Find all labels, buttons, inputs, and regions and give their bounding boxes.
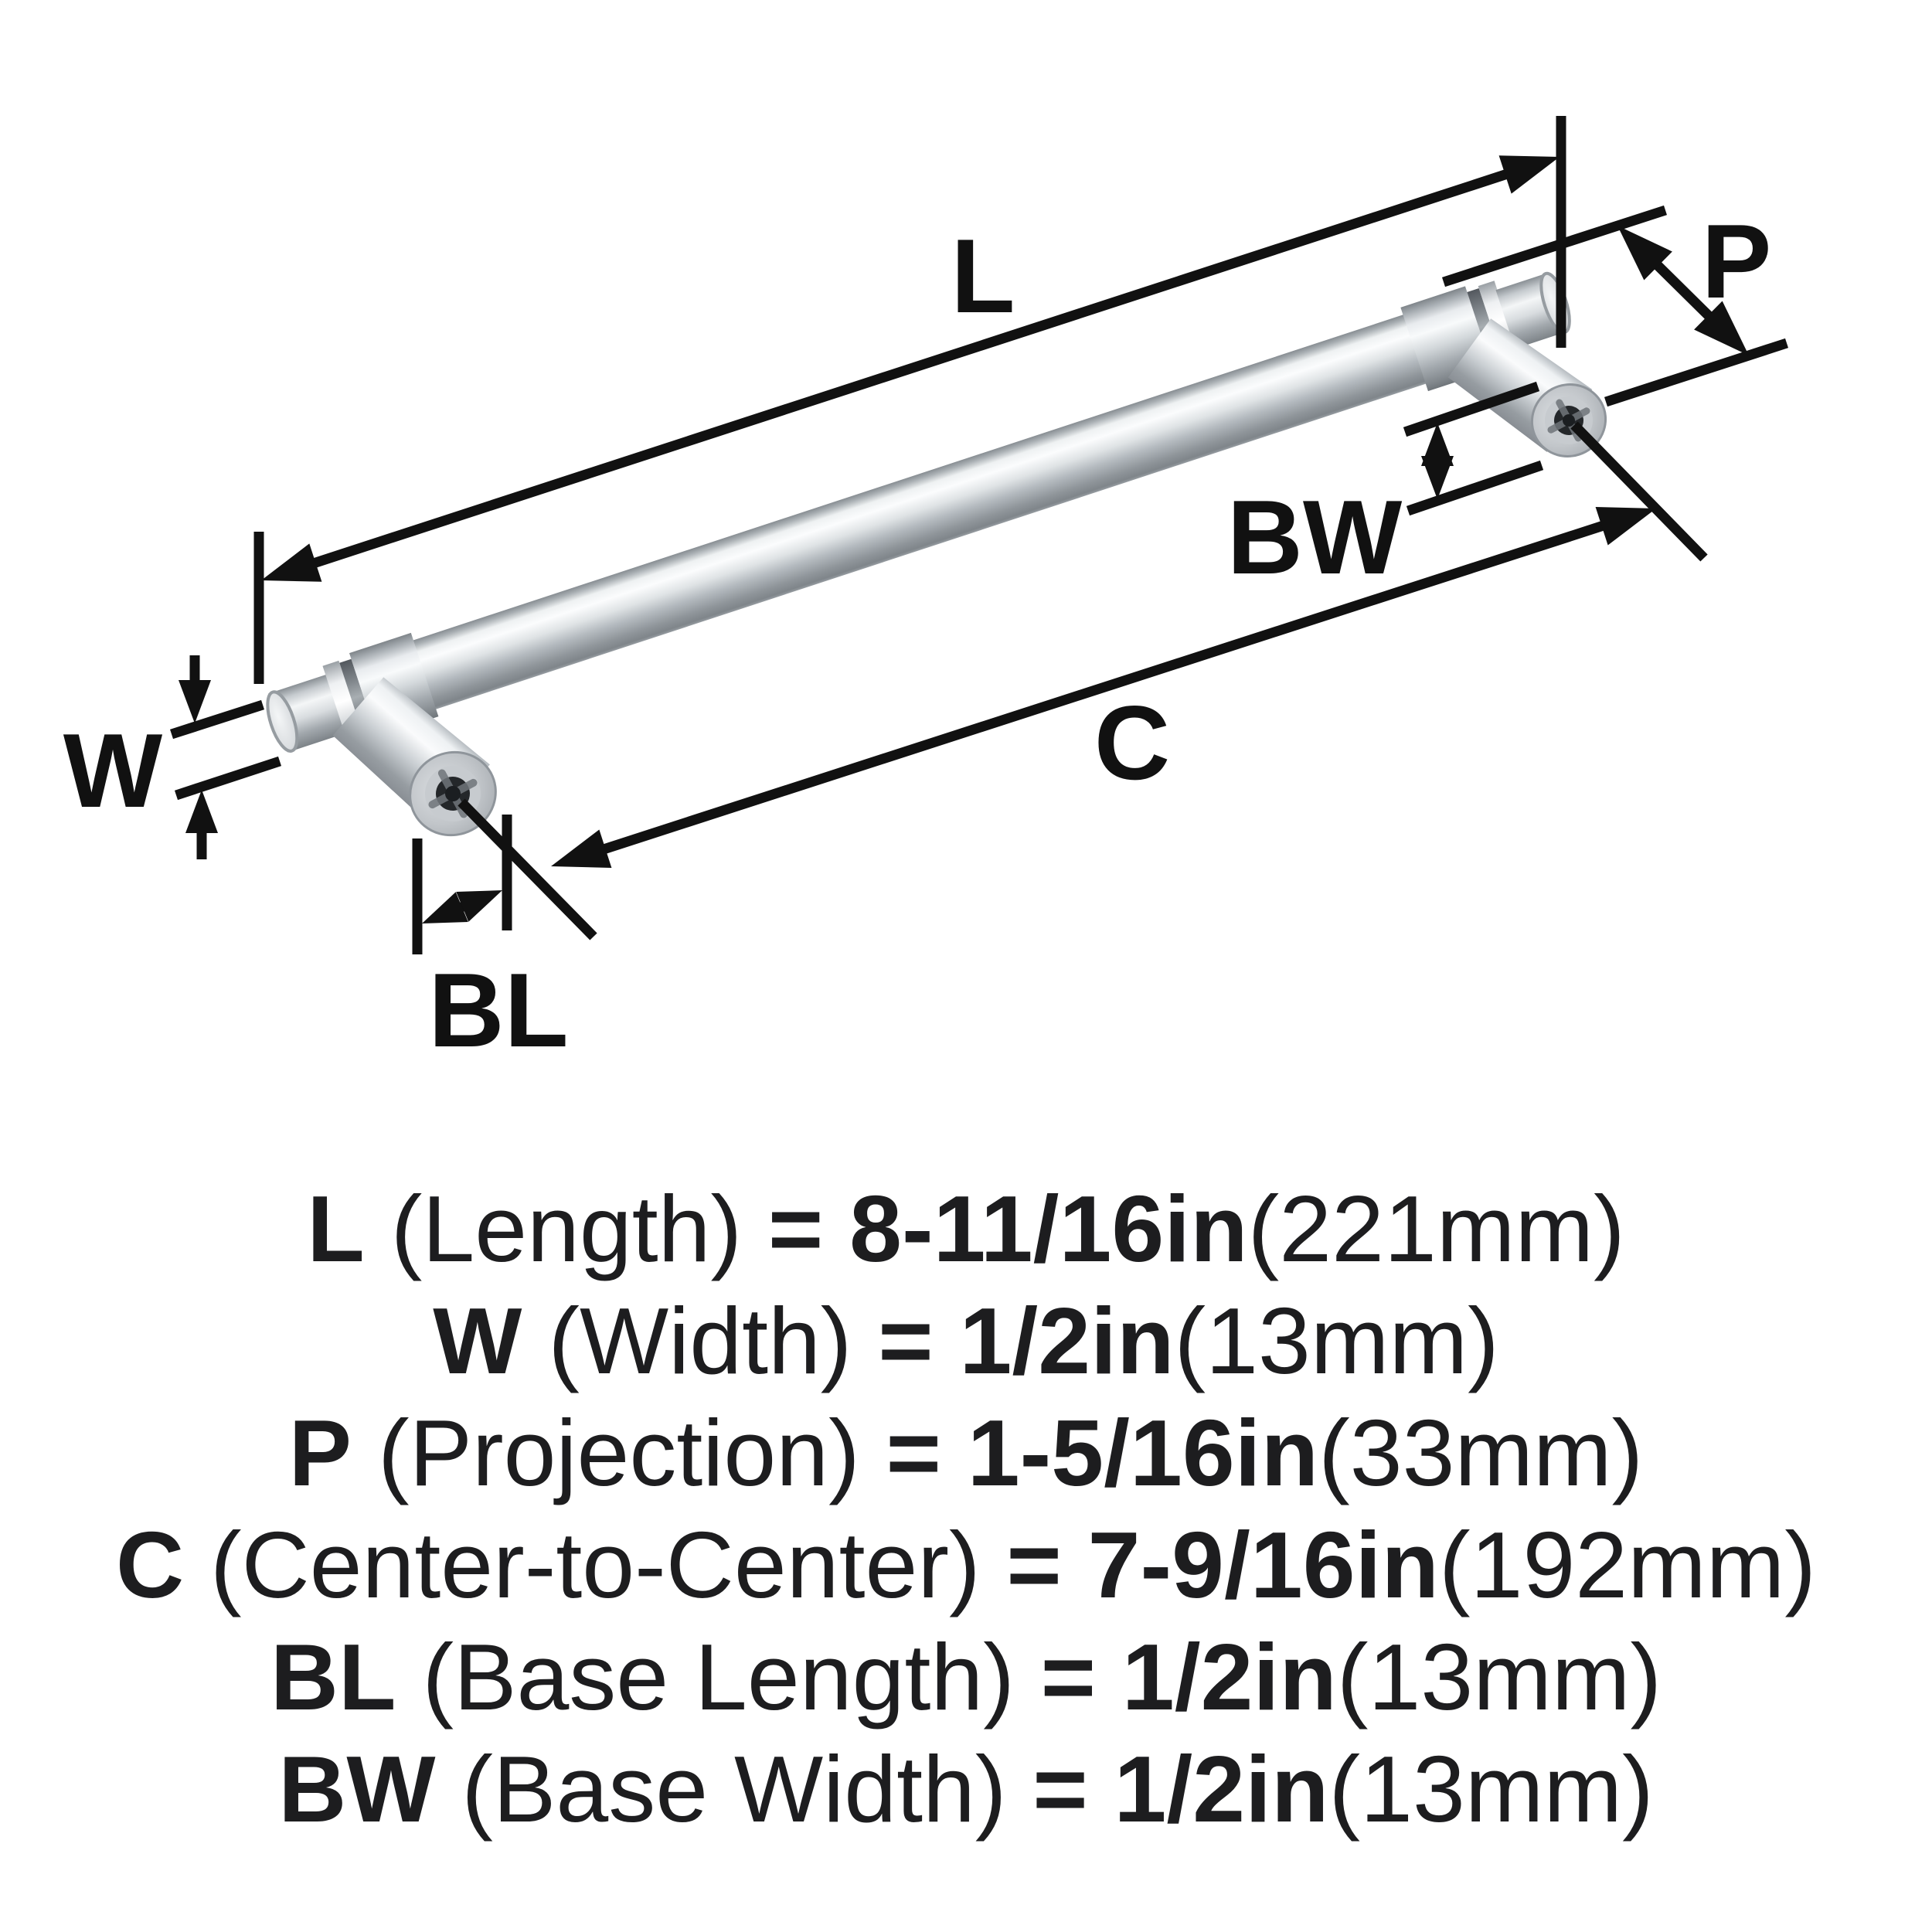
dim-BL-arrow-head-start — [422, 892, 468, 923]
legend-name: (Projection) — [352, 1400, 886, 1505]
legend-metric: (192mm) — [1438, 1512, 1817, 1617]
dim-label-BL: BL — [428, 951, 568, 1069]
dim-label-L: L — [951, 217, 1015, 335]
legend-code: C — [115, 1512, 185, 1617]
dim-P-lower-ext — [1604, 338, 1789, 407]
legend-name: (Base Width) — [435, 1736, 1033, 1842]
right-post-face — [1530, 383, 1607, 457]
dim-BW-lower-ext — [1406, 460, 1544, 516]
dim-label-C: C — [1094, 684, 1170, 801]
dim-label-P: P — [1702, 202, 1772, 320]
legend-line-P: P (Projection) = 1-5/16in(33mm) — [0, 1397, 1932, 1509]
dim-label-W: W — [63, 712, 163, 829]
dim-C-left-ext — [457, 798, 597, 940]
legend-name: (Width) — [522, 1288, 879, 1393]
legend-line-W: W (Width) = 1/2in(13mm) — [0, 1285, 1932, 1397]
legend-value: = 1-5/16in — [886, 1400, 1319, 1505]
dimension-lines — [170, 116, 1789, 954]
dimension-labels: L P BW C W BL — [63, 202, 1772, 1069]
dim-L-line-head-end — [1498, 155, 1560, 194]
handle-bar — [266, 271, 1607, 837]
dim-BL-arrow-head-end — [456, 890, 502, 922]
dim-BW-arrow-head-start — [1421, 423, 1454, 466]
dim-W-lower-ext — [174, 756, 282, 801]
dim-C-line-head-start — [551, 829, 612, 868]
dim-P-arrow — [1646, 253, 1720, 328]
dim-BW-upper-ext — [1403, 381, 1540, 437]
dim-C-line — [593, 518, 1614, 857]
legend-line-BW: BW (Base Width) = 1/2in(13mm) — [0, 1733, 1932, 1845]
dim-W-upper-ext — [170, 699, 264, 740]
dim-P-arrow-head-start — [1617, 226, 1672, 281]
dim-P-arrow-head-end — [1694, 301, 1749, 355]
legend-value: = 8-11/16in — [768, 1176, 1248, 1281]
dim-W-up-arrow-head-end — [185, 790, 218, 833]
legend-metric: (13mm) — [1174, 1288, 1499, 1393]
legend-code: W — [433, 1288, 522, 1393]
dim-label-BW: BW — [1227, 478, 1403, 596]
dim-P-upper-ext — [1441, 205, 1668, 287]
legend-code: BL — [270, 1624, 396, 1730]
legend-metric: (13mm) — [1336, 1624, 1662, 1730]
dim-W-down-arrow-head-end — [179, 680, 211, 723]
legend-value: = 1/2in — [1032, 1736, 1329, 1842]
legend-name: (Center-to-Center) — [184, 1512, 1007, 1617]
dim-BW-arrow-head-end — [1421, 456, 1454, 499]
legend-name: (Base Length) — [396, 1624, 1041, 1730]
dim-C-line-head-end — [1595, 507, 1656, 546]
legend-code: L — [307, 1176, 365, 1281]
left-end-cap — [266, 690, 299, 753]
dimension-legend: L (Length) = 8-11/16in(221mm) W (Width) … — [0, 1173, 1932, 1845]
legend-line-C: C (Center-to-Center) = 7-9/16in(192mm) — [0, 1509, 1932, 1621]
dim-L-line-head-start — [261, 543, 322, 582]
legend-value: = 1/2in — [1040, 1624, 1337, 1730]
legend-name: (Length) — [364, 1176, 769, 1281]
dim-L-line — [303, 166, 1518, 571]
dim-C-right-ext — [1570, 421, 1708, 562]
legend-line-L: L (Length) = 8-11/16in(221mm) — [0, 1173, 1932, 1285]
legend-code: BW — [278, 1736, 436, 1842]
legend-metric: (33mm) — [1318, 1400, 1644, 1505]
legend-metric: (221mm) — [1247, 1176, 1625, 1281]
legend-metric: (13mm) — [1328, 1736, 1654, 1842]
bar-rod — [403, 311, 1434, 713]
legend-code: P — [288, 1400, 352, 1505]
legend-value: = 7-9/16in — [1006, 1512, 1439, 1617]
legend-value: = 1/2in — [878, 1288, 1175, 1393]
legend-line-BL: BL (Base Length) = 1/2in(13mm) — [0, 1621, 1932, 1733]
